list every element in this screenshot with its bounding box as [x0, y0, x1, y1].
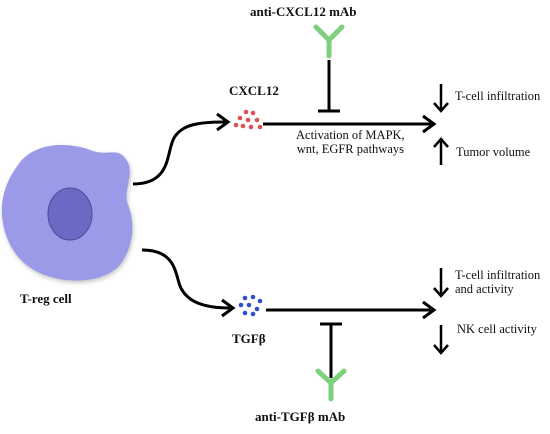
cxcl12-dot: [245, 117, 251, 123]
arrowhead-to-tgfb: [221, 298, 236, 318]
cxcl12-dot: [248, 124, 254, 130]
effect-tcell-infiltration-activity: T-cell infiltration and activity: [455, 268, 540, 297]
effect-line-2: and activity: [455, 282, 514, 297]
tgfb-dot: [246, 302, 252, 308]
tgfb-dot: [242, 310, 248, 316]
cxcl12-label: CXCL12: [229, 83, 279, 98]
upper-main-arrowhead: [422, 114, 437, 134]
lower-main-arrowhead: [422, 300, 437, 320]
curved-arrow-to-cxcl12: [132, 120, 226, 186]
anti-cxcl12-label: anti-CXCL12 mAb: [250, 4, 357, 19]
up-arrow-icon: [433, 137, 449, 165]
arrowhead-to-cxcl12: [216, 112, 231, 132]
anti-tgfb-label: anti-TGFβ mAb: [255, 409, 346, 424]
down-arrow-icon: [433, 84, 449, 113]
effect-tcell-infiltration: T-cell infiltration: [455, 89, 541, 103]
tgfb-dot: [238, 302, 244, 308]
cxcl12-dot: [250, 110, 256, 116]
treg-cell-nucleus: [47, 187, 93, 241]
mechanism-label: Activation of MAPK, wnt, EGFR pathways: [296, 128, 405, 157]
tgfb-dot: [254, 306, 260, 312]
tgfb-dot: [242, 295, 248, 301]
tgfb-dot: [250, 294, 256, 300]
cxcl12-molecule-dots: [233, 109, 263, 130]
down-arrow-icon: [433, 325, 449, 355]
mechanism-line-1: Activation of MAPK,: [296, 128, 405, 142]
treg-cell-label: T-reg cell: [20, 291, 72, 306]
tgfb-dot: [250, 311, 256, 317]
effect-nk-cell-activity: NK cell activity: [457, 322, 537, 336]
tgfb-molecule-dots: [238, 294, 263, 317]
curved-arrow-to-tgfb: [141, 248, 231, 310]
mechanism-line-2: wnt, EGFR pathways: [296, 142, 404, 157]
effect-line-1: T-cell infiltration: [455, 268, 541, 282]
tgfb-dot: [257, 298, 263, 304]
cxcl12-dot: [240, 123, 246, 129]
tgfb-label: TGFβ: [232, 331, 266, 346]
cxcl12-dot: [233, 122, 239, 128]
anti-tgfb-antibody-icon: [315, 368, 347, 402]
cxcl12-dot: [237, 115, 243, 121]
effect-tumor-volume: Tumor volume: [456, 145, 531, 159]
cxcl12-dot: [254, 117, 260, 123]
anti-cxcl12-antibody-icon: [313, 24, 345, 59]
cxcl12-dot: [257, 124, 263, 130]
down-arrow-icon: [433, 268, 449, 298]
cxcl12-dot: [243, 109, 249, 115]
